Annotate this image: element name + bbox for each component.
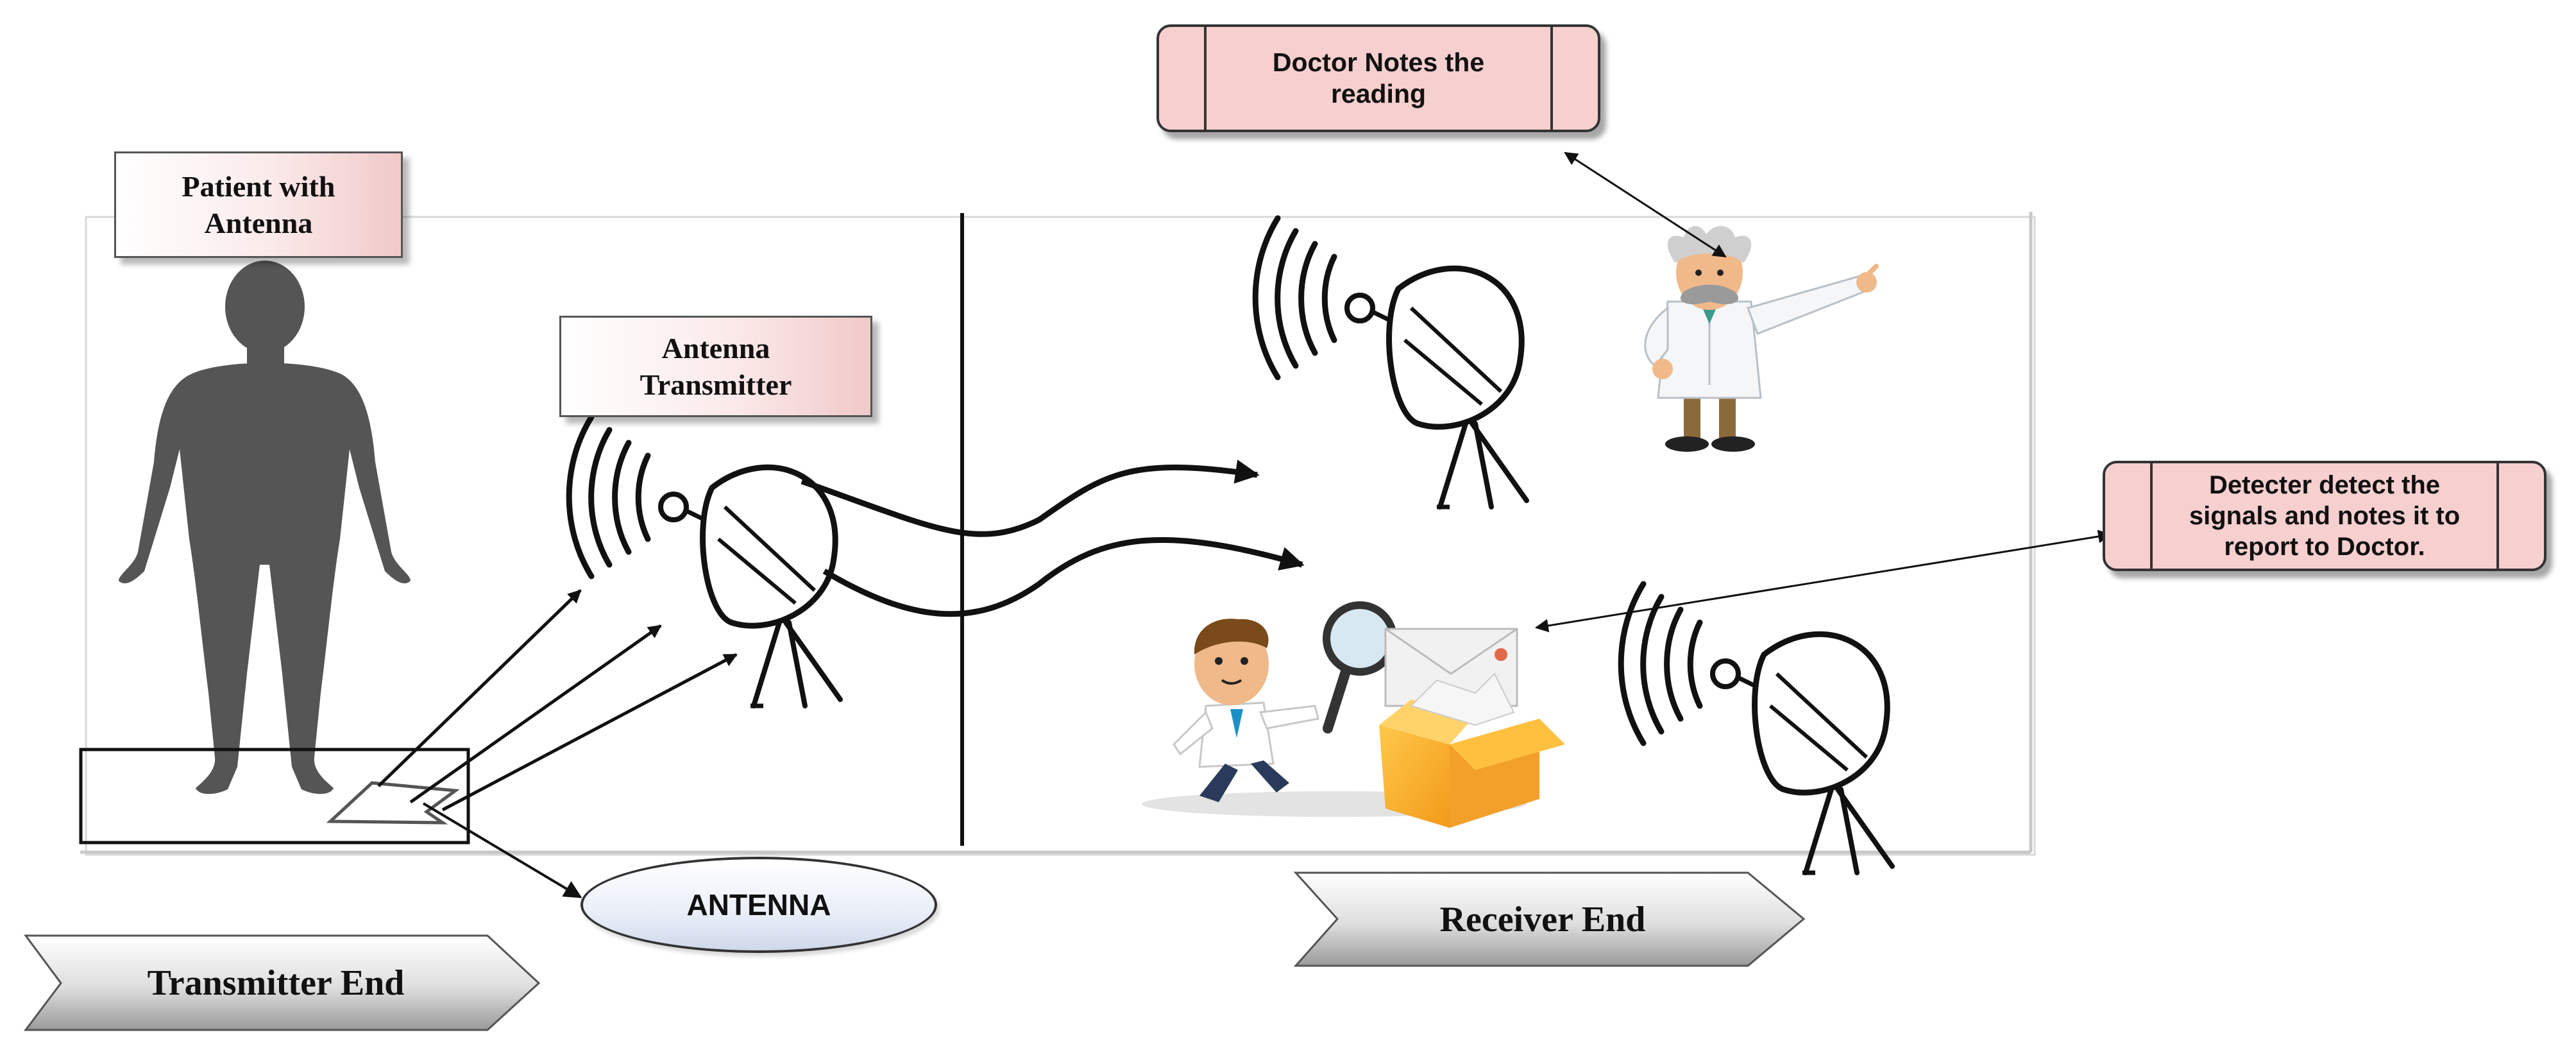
transmitter-end-label: Transmitter End [71,936,481,1030]
detecter-callout: Detecter detect the signals and notes it… [2103,461,2546,571]
receiver-end-text: Receiver End [1439,899,1646,939]
open-box-icon [1379,673,1565,828]
patient-label-text: Patient with Antenna [182,169,335,240]
human-silhouette-icon [119,261,411,794]
antenna-transmitter-label-text: Antenna Transmitter [640,331,792,402]
detecter-text: Detecter detect the signals and notes it… [2189,471,2461,561]
antenna-pointer-arrow [422,802,582,898]
wave-arrow-upper [801,459,1260,537]
antenna-oval-text: ANTENNA [686,888,831,922]
satellite-dish-icon [1621,584,1892,873]
transmitter-end-text: Transmitter End [147,963,405,1003]
satellite-dish-icon [1255,218,1527,507]
doctor-notes-arrow [1564,151,1727,258]
signal-arrow-1 [377,589,582,787]
doctor-notes-text: Doctor Notes the reading [1272,47,1485,108]
doctor-notes-callout: Doctor Notes the reading [1157,24,1600,132]
antenna-patch-icon [326,781,460,825]
wave-arrow-lower [822,537,1305,617]
antenna-transmitter-label: Antenna Transmitter [559,316,872,417]
patient-label: Patient with Antenna [114,151,403,258]
doctor-icon [1644,226,1879,452]
signal-arrow-2 [409,624,662,804]
signal-arrow-3 [441,653,738,812]
transmitter-end-banner [23,934,541,1031]
receiver-end-banner [1293,871,1806,967]
magnifying-glass-icon [1323,601,1397,733]
detecter-arrow [1534,529,2112,633]
receiver-end-label: Receiver End [1341,873,1745,966]
detective-icon [1173,619,1319,802]
antenna-oval: ANTENNA [580,857,937,953]
